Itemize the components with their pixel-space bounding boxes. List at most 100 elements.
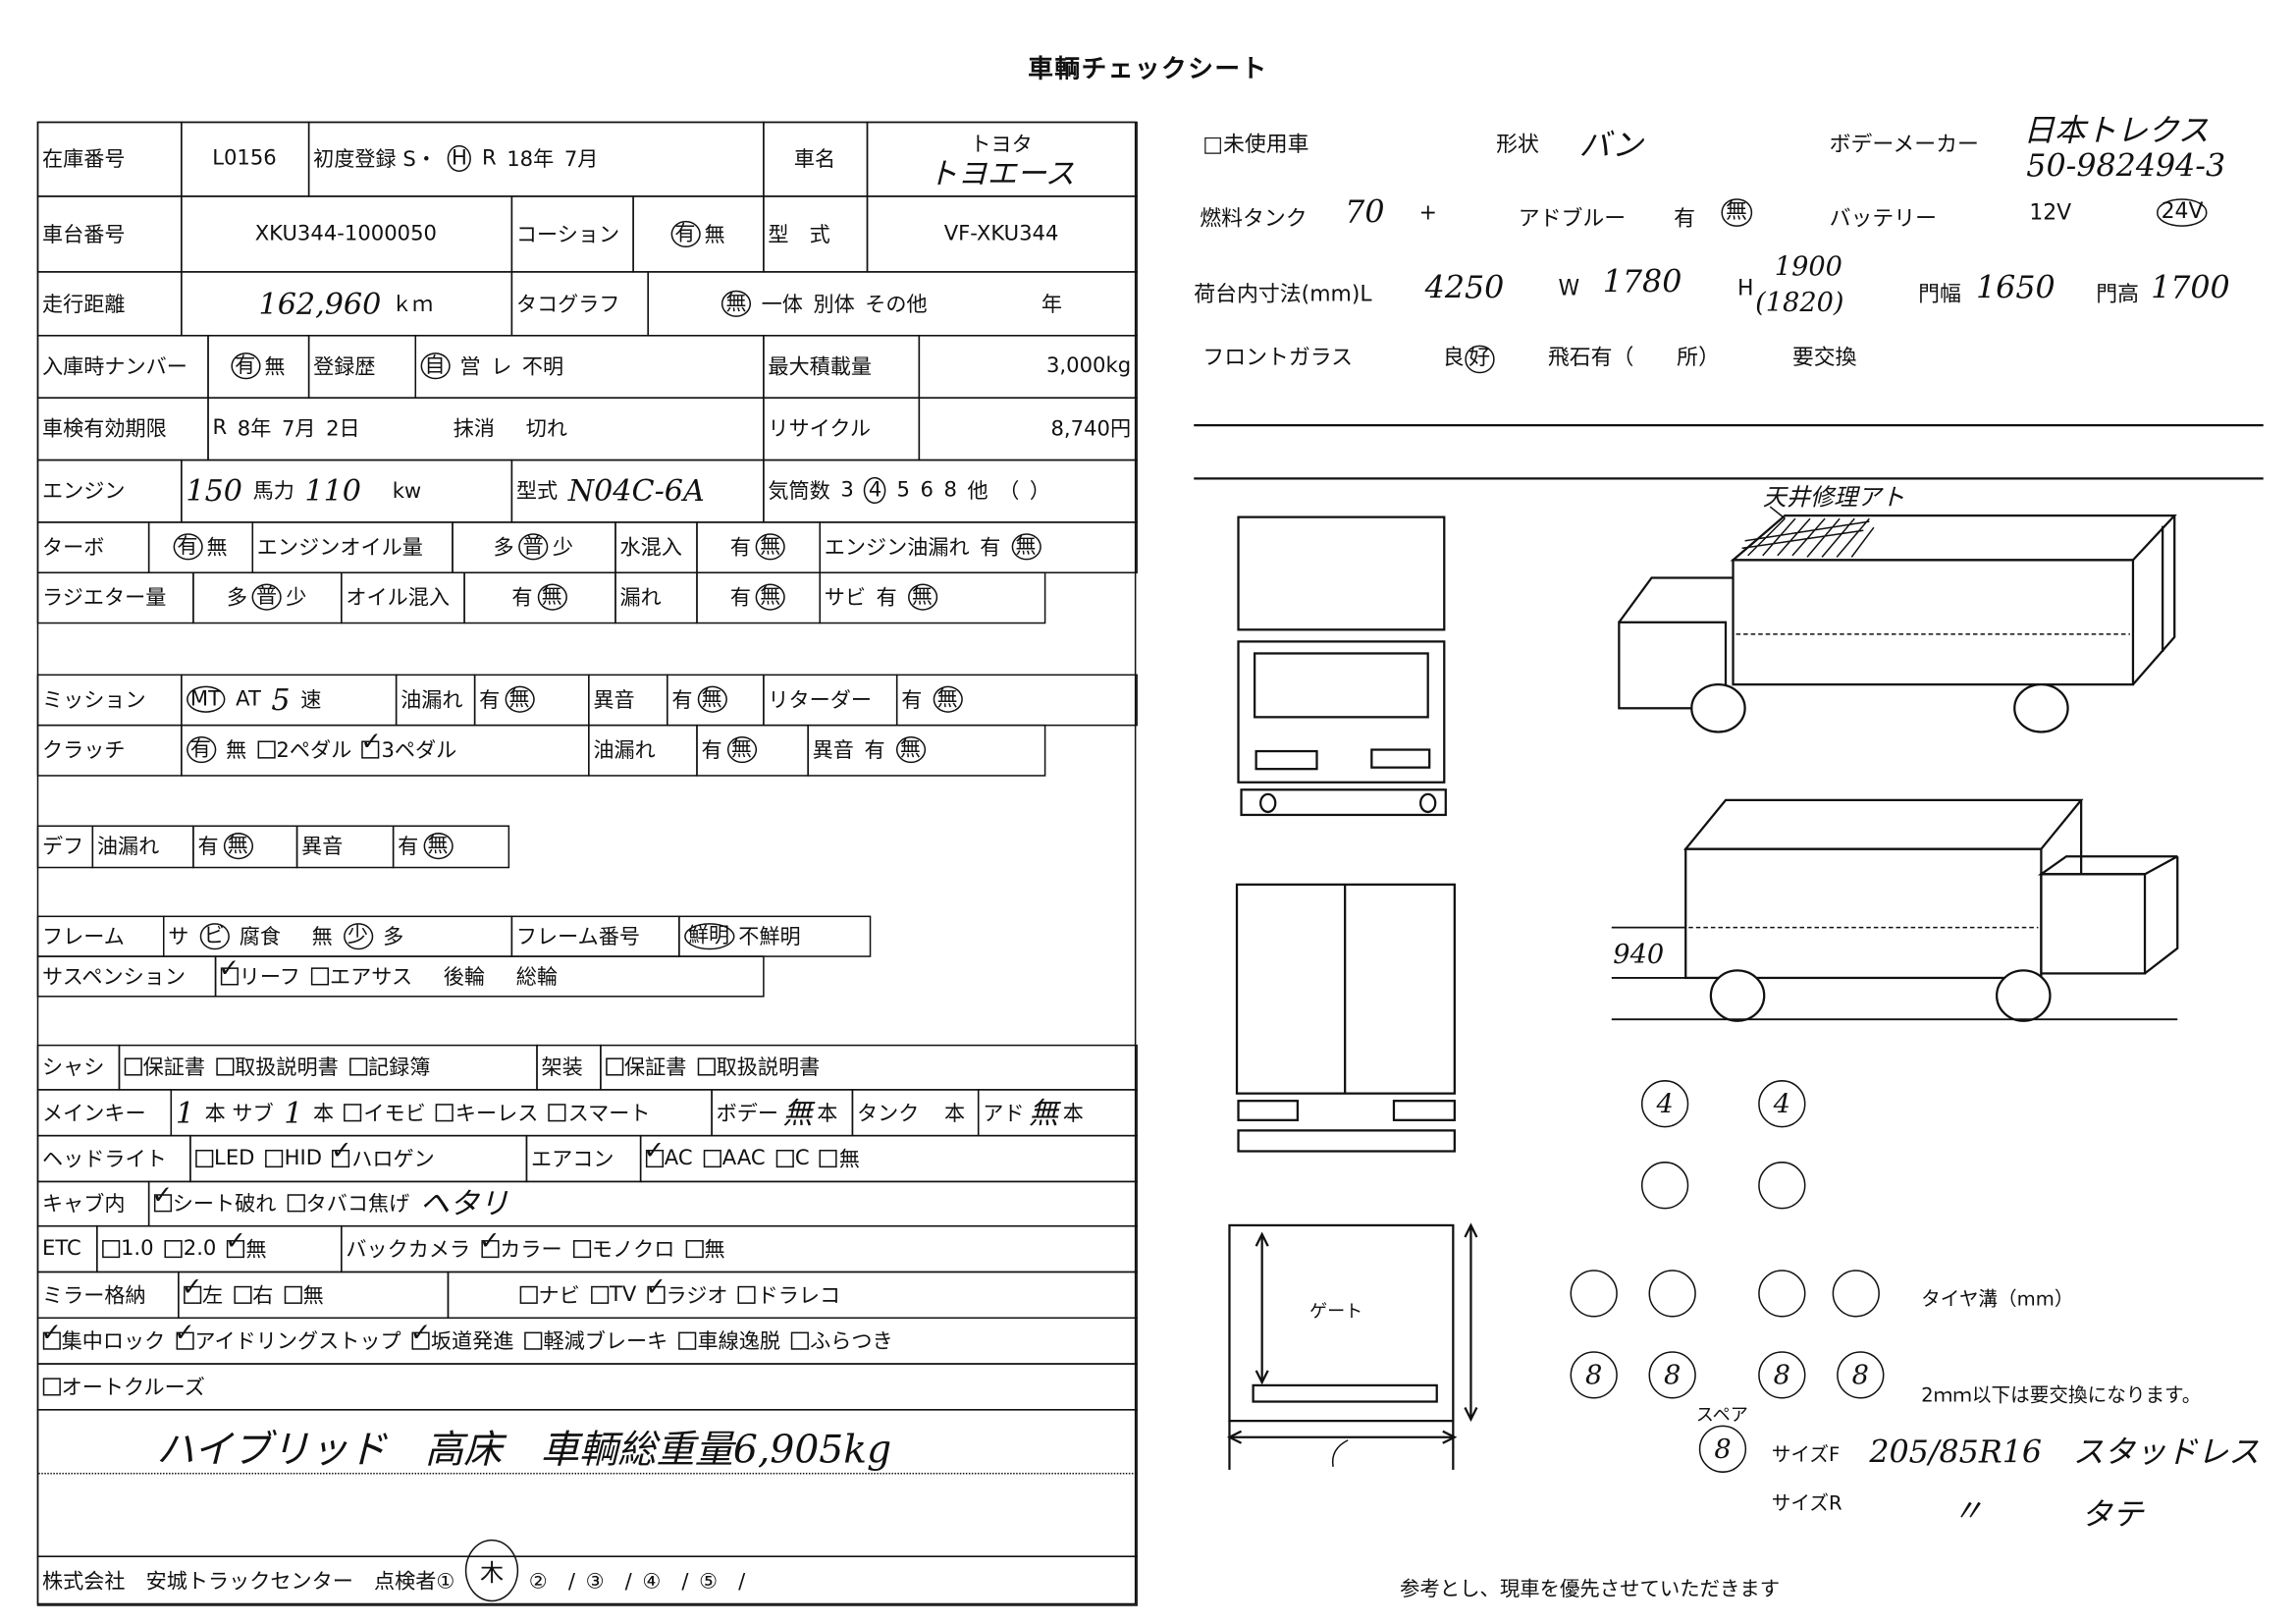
circled-option[interactable]: 無	[755, 533, 785, 561]
empty-box-icon[interactable]	[775, 1149, 794, 1167]
circled-option[interactable]: 鮮明	[683, 922, 734, 949]
checked-box-icon[interactable]	[182, 1272, 202, 1304]
checkbox[interactable]: TV	[590, 1282, 636, 1306]
circled-option[interactable]: ビ	[198, 922, 230, 949]
checkbox[interactable]: 保証書	[124, 1052, 205, 1081]
checkbox[interactable]: C	[775, 1146, 810, 1169]
empty-box-icon[interactable]	[283, 1285, 302, 1304]
circled-option[interactable]: 4	[864, 476, 886, 505]
checkbox[interactable]: 軽減ブレーキ	[523, 1326, 667, 1355]
checkbox[interactable]: オートクルーズ	[42, 1372, 205, 1401]
empty-box-icon[interactable]	[696, 1057, 716, 1076]
empty-box-icon[interactable]	[194, 1149, 213, 1167]
checked-box-icon[interactable]	[644, 1136, 665, 1167]
empty-box-icon[interactable]	[523, 1330, 543, 1349]
empty-box-icon[interactable]	[286, 1194, 305, 1213]
empty-box-icon[interactable]	[215, 1057, 234, 1076]
checkbox[interactable]: エアサス	[310, 961, 412, 991]
checkbox[interactable]: 車線逸脱	[677, 1326, 780, 1355]
checkbox[interactable]: ナビ	[518, 1279, 580, 1309]
circled-option[interactable]: 普	[518, 533, 549, 561]
checkbox[interactable]: イモビ	[344, 1097, 426, 1126]
empty-box-icon[interactable]	[703, 1149, 721, 1167]
checkbox[interactable]: HID	[265, 1146, 322, 1169]
empty-box-icon[interactable]	[548, 1103, 567, 1121]
circled-option[interactable]: 無	[537, 583, 567, 611]
circled-option[interactable]: 無	[422, 833, 453, 860]
checked-box-icon[interactable]	[219, 953, 240, 985]
checkbox[interactable]: タバコ焦げ	[286, 1188, 409, 1218]
checkbox[interactable]: 坂道発進	[410, 1318, 514, 1355]
checkbox[interactable]: カラー	[479, 1226, 562, 1263]
empty-box-icon[interactable]	[42, 1377, 61, 1395]
empty-box-icon[interactable]	[124, 1057, 142, 1076]
circled-option[interactable]: 無	[223, 833, 253, 860]
circled-option[interactable]: 普	[251, 583, 282, 611]
checkbox[interactable]: ふらつき	[790, 1326, 893, 1355]
checkbox[interactable]: 左	[182, 1272, 223, 1309]
checkbox[interactable]: スマート	[548, 1097, 650, 1126]
circled-option[interactable]: H	[447, 144, 472, 173]
circled-option[interactable]: 無	[721, 290, 752, 317]
checkbox[interactable]: 取扱説明書	[696, 1052, 820, 1081]
checkbox[interactable]: 2.0	[164, 1236, 216, 1260]
circled-option[interactable]: 無	[907, 583, 937, 611]
empty-box-icon[interactable]	[233, 1285, 251, 1304]
circled-option[interactable]: 無	[1010, 533, 1041, 561]
circled-option[interactable]: 無	[504, 685, 534, 713]
checkbox[interactable]: 右	[233, 1279, 273, 1309]
checked-box-icon[interactable]	[174, 1318, 195, 1349]
checked-box-icon[interactable]	[40, 1318, 62, 1349]
empty-box-icon[interactable]	[436, 1103, 454, 1121]
circled-option[interactable]: 有	[230, 352, 260, 380]
checkbox[interactable]: 3ペダル	[360, 728, 456, 764]
empty-box-icon[interactable]	[265, 1149, 284, 1167]
circled-option[interactable]: 自	[419, 352, 450, 380]
checkbox[interactable]: 無	[684, 1233, 725, 1263]
checked-box-icon[interactable]	[225, 1226, 246, 1258]
circled-option[interactable]: 無	[932, 685, 963, 713]
circled-option[interactable]: 有	[669, 220, 701, 247]
checkbox[interactable]: AAC	[703, 1146, 766, 1169]
checkbox[interactable]: 保証書	[605, 1052, 686, 1081]
empty-box-icon[interactable]	[101, 1239, 120, 1258]
checked-box-icon[interactable]	[331, 1136, 352, 1167]
empty-box-icon[interactable]	[256, 740, 275, 759]
checked-box-icon[interactable]	[152, 1181, 173, 1213]
checkbox[interactable]: ハロゲン	[331, 1136, 435, 1172]
empty-box-icon[interactable]	[572, 1239, 591, 1258]
empty-box-icon[interactable]	[790, 1330, 809, 1349]
checkbox[interactable]: シート破れ	[152, 1181, 277, 1218]
checkbox[interactable]: ドラレコ	[738, 1279, 840, 1309]
empty-box-icon[interactable]	[344, 1103, 362, 1121]
checkbox[interactable]: 2ペダル	[256, 734, 351, 764]
checkbox[interactable]: 1.0	[101, 1236, 154, 1260]
checkbox[interactable]: 無	[225, 1226, 266, 1263]
circled-option[interactable]: 有	[186, 735, 216, 764]
empty-box-icon[interactable]	[738, 1285, 757, 1304]
empty-box-icon[interactable]	[310, 966, 329, 985]
circled-option[interactable]: 無	[895, 735, 926, 764]
empty-box-icon[interactable]	[677, 1330, 696, 1349]
checkbox[interactable]: 取扱説明書	[215, 1052, 339, 1081]
empty-box-icon[interactable]	[518, 1285, 538, 1304]
circled-option[interactable]: 無	[696, 685, 727, 713]
checked-box-icon[interactable]	[410, 1318, 431, 1349]
checkbox[interactable]: 集中ロック	[40, 1318, 165, 1355]
checkbox[interactable]: 記録簿	[348, 1052, 430, 1081]
empty-box-icon[interactable]	[348, 1057, 367, 1076]
checkbox[interactable]: AC	[644, 1136, 693, 1170]
checkbox[interactable]: モノクロ	[572, 1233, 674, 1263]
empty-box-icon[interactable]	[590, 1285, 609, 1304]
unused-vehicle-checkbox[interactable]: □未使用車	[1202, 133, 1309, 157]
checkbox[interactable]: キーレス	[436, 1097, 538, 1126]
circled-option[interactable]: 少	[343, 922, 373, 949]
checked-box-icon[interactable]	[645, 1272, 667, 1304]
checkbox[interactable]: リーフ	[219, 953, 300, 991]
checkbox[interactable]: アイドリングストップ	[174, 1318, 400, 1355]
checked-box-icon[interactable]	[479, 1226, 501, 1258]
empty-box-icon[interactable]	[605, 1057, 623, 1076]
circled-option[interactable]: 無	[755, 583, 785, 611]
checkbox[interactable]: LED	[194, 1146, 254, 1169]
empty-box-icon[interactable]	[164, 1239, 183, 1258]
